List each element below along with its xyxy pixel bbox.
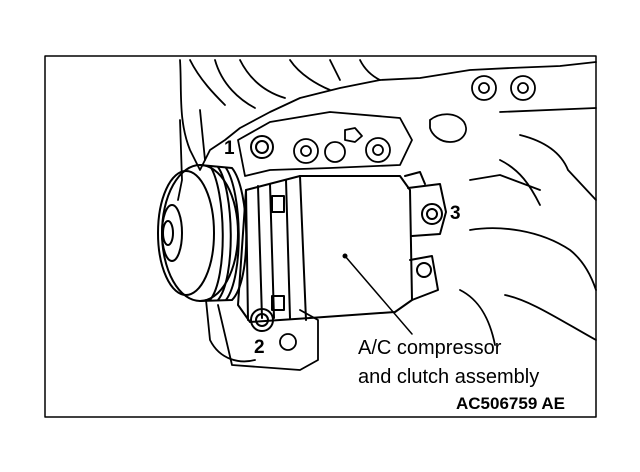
engine-background xyxy=(177,59,597,371)
figure-frame xyxy=(44,55,597,418)
callout-3: 3 xyxy=(450,203,461,224)
label-leader-line xyxy=(344,255,413,335)
callout-1: 1 xyxy=(224,138,235,159)
clutch-pulley xyxy=(157,164,248,302)
figure-id: AC506759 AE xyxy=(456,394,565,413)
mounting-bracket xyxy=(237,111,413,177)
bolt-2-icon xyxy=(250,308,274,332)
callout-2: 2 xyxy=(254,337,265,358)
bolt-3-icon xyxy=(421,203,443,225)
component-label-line1: A/C compressor xyxy=(358,337,502,359)
component-label-line2: and clutch assembly xyxy=(358,366,540,388)
bolt-1-icon xyxy=(250,135,274,159)
compressor-body xyxy=(237,171,447,323)
